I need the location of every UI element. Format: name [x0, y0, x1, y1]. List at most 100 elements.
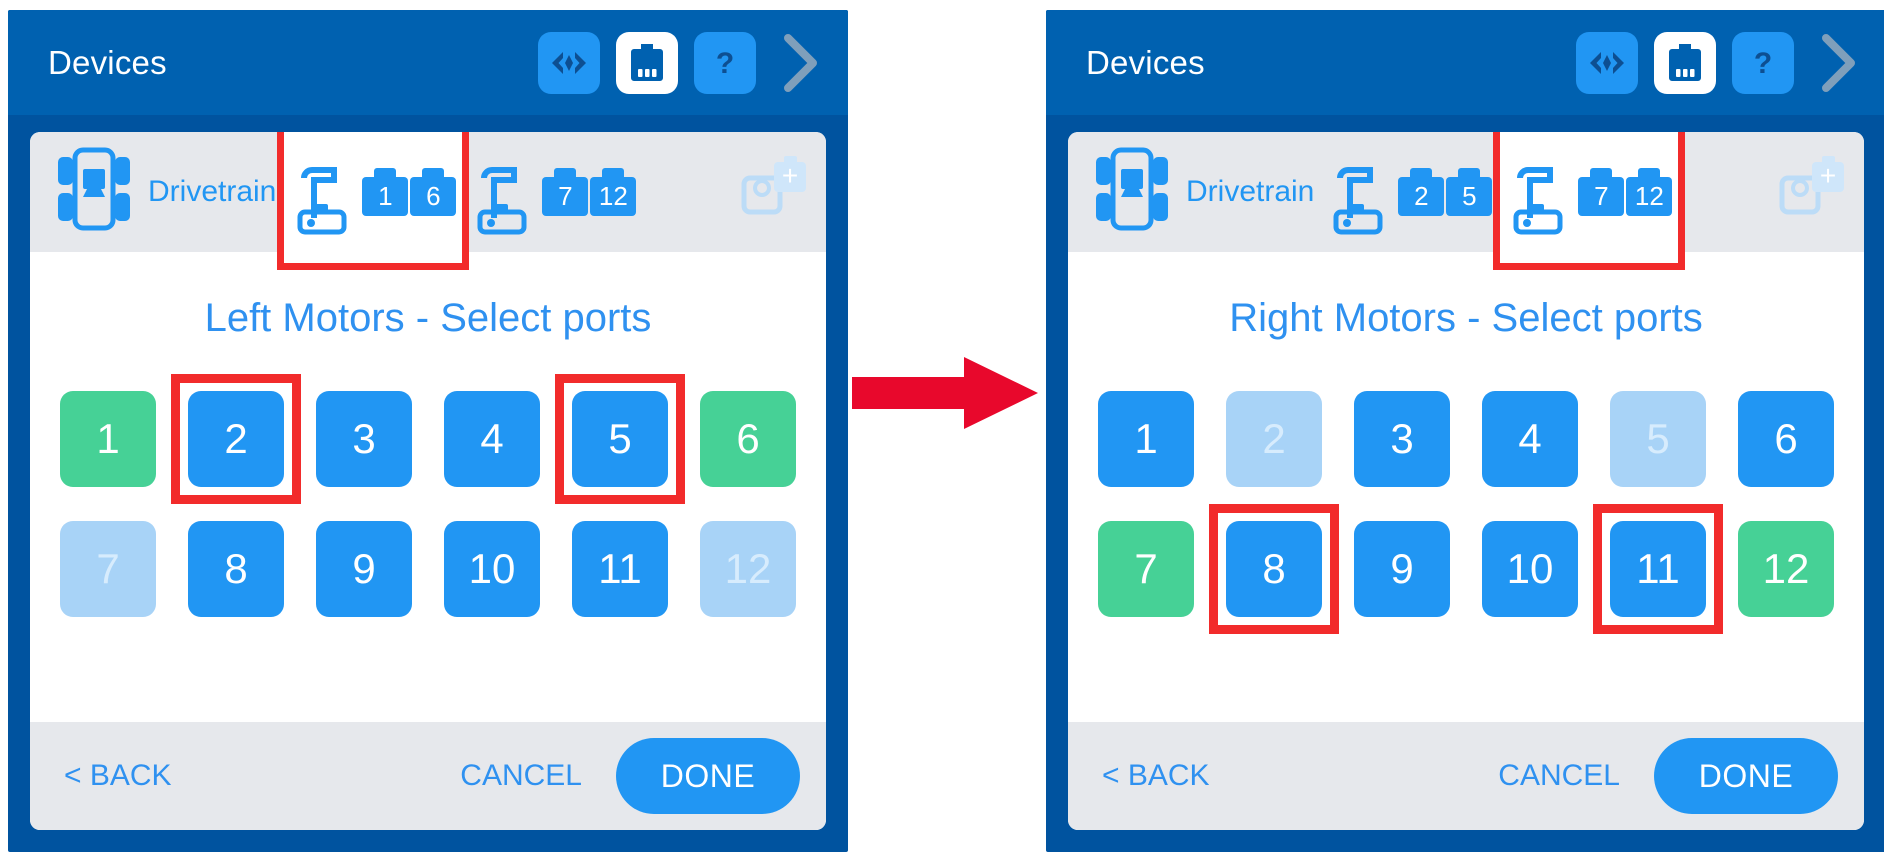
brain-unit-icon [54, 147, 134, 238]
motor-chip-body [1626, 177, 1673, 216]
motor-chip-port: 12 [598, 181, 628, 211]
motor-chip[interactable]: 7 [542, 168, 589, 216]
port-button-10[interactable]: 10 [444, 521, 540, 617]
port-button-4[interactable]: 4 [1482, 391, 1578, 487]
port-cell-4: 4 [1482, 391, 1578, 487]
port-cell-5: 5 [555, 374, 685, 504]
next-chevron-icon[interactable] [778, 32, 822, 94]
port-button-11[interactable]: 11 [572, 521, 668, 617]
motor-chip[interactable]: 5 [1446, 168, 1493, 216]
back-button[interactable]: < BACK [1102, 759, 1210, 792]
code-view-icon[interactable] [1576, 31, 1638, 94]
left-titlebar: Devices ? [8, 10, 848, 115]
port-button-6[interactable]: 6 [1738, 391, 1834, 487]
page-title: Devices [48, 43, 167, 81]
port-button-5: 5 [1610, 391, 1706, 487]
port-cell-8: 8 [1209, 504, 1339, 634]
drivetrain-label: Drivetrain [148, 175, 277, 208]
next-chevron-icon[interactable] [1816, 32, 1860, 94]
left-dialog-card: Drivetrain 1 [30, 132, 826, 830]
port-cell-10: 10 [444, 521, 540, 617]
port-button-9[interactable]: 9 [1354, 521, 1450, 617]
motor-chain-icon [1506, 144, 1576, 241]
help-icon[interactable]: ? [1732, 31, 1794, 94]
svg-text:+: + [1820, 160, 1836, 191]
port-cell-8: 8 [188, 521, 284, 617]
motor-chip[interactable]: 2 [1398, 168, 1445, 216]
port-cell-1: 1 [60, 391, 156, 487]
port-cell-6: 6 [1738, 391, 1834, 487]
port-cell-10: 10 [1482, 521, 1578, 617]
help-icon[interactable]: ? [694, 31, 756, 94]
motor-chain-icon [290, 144, 360, 241]
port-cell-5: 5 [1610, 391, 1706, 487]
done-button[interactable]: DONE [616, 738, 800, 814]
brain-device-icon[interactable] [616, 31, 678, 94]
right-motors-group[interactable]: 7 12 [464, 140, 642, 245]
left-panel-window: Devices ? [8, 10, 848, 852]
port-button-6[interactable]: 6 [700, 391, 796, 487]
done-button[interactable]: DONE [1654, 738, 1838, 814]
port-button-9[interactable]: 9 [316, 521, 412, 617]
motor-chip[interactable]: 1 [362, 168, 409, 216]
port-cell-4: 4 [444, 391, 540, 487]
port-button-11[interactable]: 11 [1610, 521, 1706, 617]
port-cell-12: 12 [1738, 521, 1834, 617]
add-device-button[interactable]: + [740, 156, 814, 228]
cancel-button[interactable]: CANCEL [460, 759, 582, 792]
cancel-button[interactable]: CANCEL [1498, 759, 1620, 792]
port-cell-11: 11 [572, 521, 668, 617]
motor-chip-port: 6 [426, 181, 441, 211]
code-view-icon[interactable] [538, 31, 600, 94]
motor-chip-body [1446, 177, 1493, 216]
brain-device-icon[interactable] [1654, 31, 1716, 94]
left-motors-group[interactable]: 2 5 [1320, 140, 1498, 245]
right-motors-group[interactable]: 7 12 [1493, 132, 1686, 270]
port-button-3[interactable]: 3 [316, 391, 412, 487]
motor-chip-body [362, 177, 409, 216]
port-cell-9: 9 [316, 521, 412, 617]
motor-chip-port: 2 [1414, 181, 1429, 211]
motor-chip[interactable]: 12 [1626, 168, 1673, 216]
port-cell-3: 3 [1354, 391, 1450, 487]
svg-text:+: + [782, 160, 798, 191]
port-button-4[interactable]: 4 [444, 391, 540, 487]
add-device-button[interactable]: + [1778, 156, 1852, 228]
motor-chip[interactable]: 12 [590, 168, 637, 216]
port-button-3[interactable]: 3 [1354, 391, 1450, 487]
port-cell-11: 11 [1593, 504, 1723, 634]
motor-chip[interactable]: 6 [410, 168, 457, 216]
right-titlebar: Devices ? [1046, 10, 1884, 115]
motor-chain-icon [470, 144, 540, 241]
device-strip: Drivetrain 2 [1068, 132, 1864, 270]
port-button-8[interactable]: 8 [1226, 521, 1322, 617]
motor-chip-body [542, 177, 589, 216]
prompt-title: Right Motors - Select ports [1229, 296, 1703, 340]
back-button[interactable]: < BACK [64, 759, 172, 792]
port-cell-7: 7 [1098, 521, 1194, 617]
port-cell-2: 2 [171, 374, 301, 504]
port-cell-2: 2 [1226, 391, 1322, 487]
motor-chip-port: 5 [1462, 181, 1477, 211]
motor-chip[interactable]: 7 [1578, 168, 1625, 216]
port-button-7[interactable]: 7 [1098, 521, 1194, 617]
port-cell-12: 12 [700, 521, 796, 617]
port-button-10[interactable]: 10 [1482, 521, 1578, 617]
port-button-1[interactable]: 1 [60, 391, 156, 487]
motor-chip-port: 7 [1594, 181, 1609, 211]
left-motors-group[interactable]: 1 6 [277, 132, 470, 270]
page-title: Devices [1086, 43, 1205, 81]
port-button-8[interactable]: 8 [188, 521, 284, 617]
port-button-5[interactable]: 5 [572, 391, 668, 487]
port-cell-9: 9 [1354, 521, 1450, 617]
port-button-2[interactable]: 2 [188, 391, 284, 487]
port-button-1[interactable]: 1 [1098, 391, 1194, 487]
prompt-title: Left Motors - Select ports [204, 296, 652, 340]
port-button-7: 7 [60, 521, 156, 617]
step-arrow-icon [852, 355, 1038, 431]
port-button-12[interactable]: 12 [1738, 521, 1834, 617]
brain-unit-icon [1092, 147, 1172, 238]
